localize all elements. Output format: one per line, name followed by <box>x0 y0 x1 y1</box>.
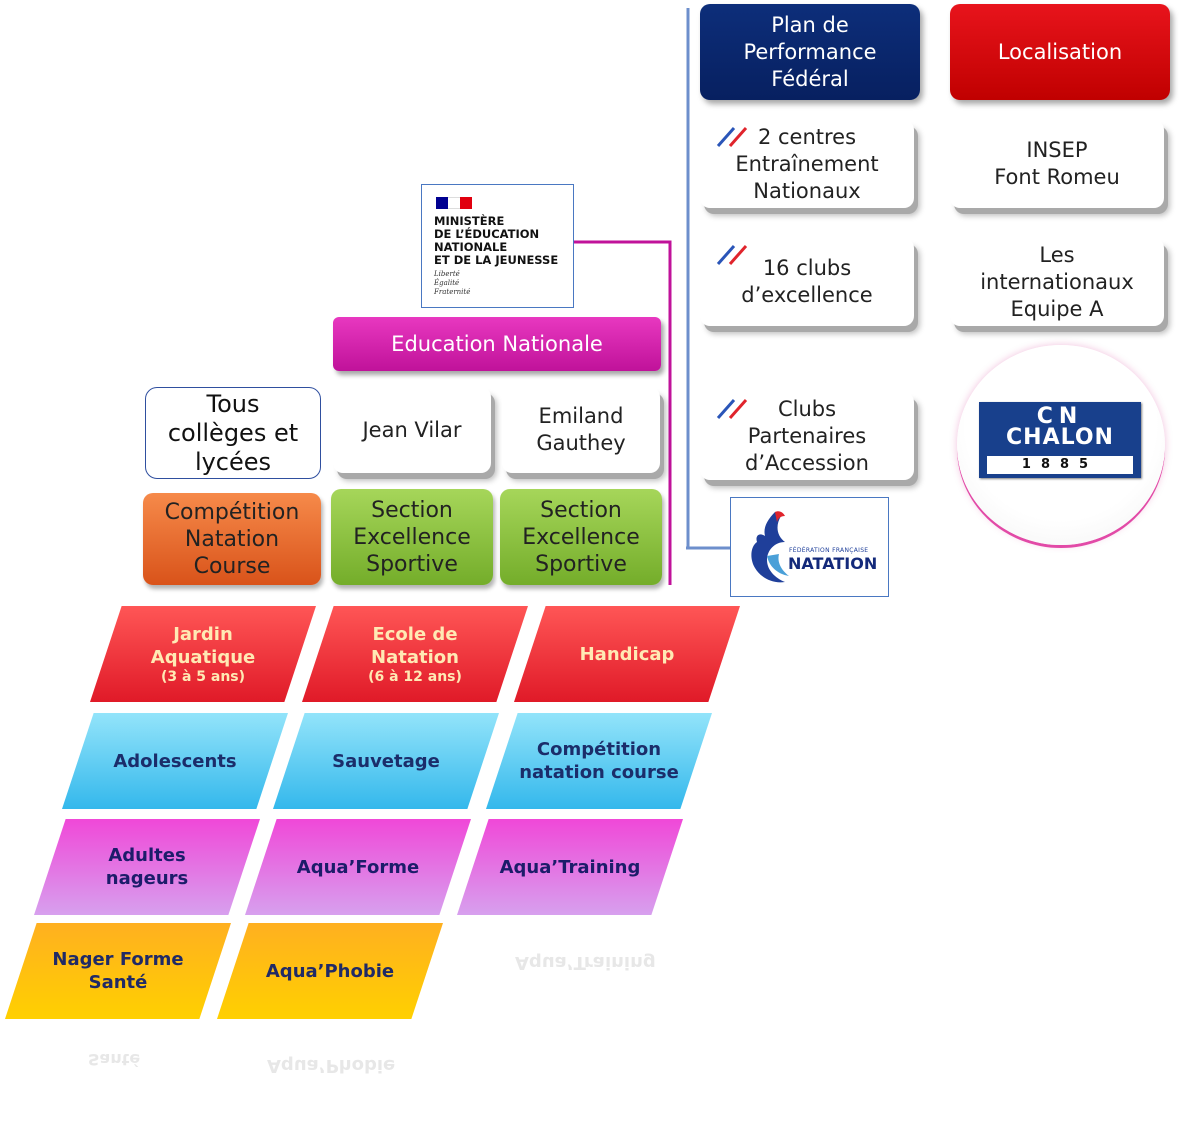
activity-competition-course: Compétition natation course <box>486 713 712 809</box>
tricolor-stripes-icon <box>716 127 748 147</box>
cn-chalon-circle: CN CHALON 1885 <box>957 345 1165 545</box>
card-clubs-excellence: 16 clubs d’excellence <box>700 238 914 326</box>
ministry-logo: MINISTÈRE DE L’ÉDUCATION NATIONALE ET DE… <box>421 184 574 308</box>
card-centres: 2 centres Entraînement Nationaux <box>700 120 914 208</box>
section-excellence-box-2: Section Excellence Sportive <box>500 489 662 585</box>
centres-label: 2 centres Entraînement Nationaux <box>735 124 879 203</box>
activity-adolescents: Adolescents <box>62 713 288 809</box>
clubs-partenaires-label: Clubs Partenaires d’Accession <box>745 396 869 475</box>
competition-course-label: Compétition natation course <box>519 739 679 783</box>
ministry-title: MINISTÈRE DE L’ÉDUCATION NATIONALE ET DE… <box>434 214 559 267</box>
cn-chalon-logo: CN CHALON 1885 <box>979 402 1141 478</box>
activity-jardin-aquatique: Jardin Aquatique (3 à 5 ans) <box>90 606 316 702</box>
ffn-big-text: NATATION <box>788 554 878 573</box>
ministry-line <box>574 240 672 585</box>
activity-sauvetage: Sauvetage <box>273 713 499 809</box>
activity-aquatraining: Aqua’Training <box>457 819 683 915</box>
activity-aquaforme: Aqua’Forme <box>245 819 471 915</box>
tricolor-stripes-icon <box>716 399 748 419</box>
tous-colleges-label: Tous collèges et lycées <box>167 389 299 476</box>
card-internationaux: Les internationaux Equipe A <box>950 238 1164 326</box>
ministry-flag-icon <box>436 197 472 209</box>
competition-natation-course-box: Compétition Natation Course <box>143 493 321 585</box>
aquaphobie-label: Aqua’Phobie <box>265 960 395 982</box>
cn-logo-line1: CN <box>1036 404 1084 429</box>
jardin-label: Jardin Aquatique <box>150 624 256 668</box>
localisation-header: Localisation <box>950 4 1170 100</box>
sauvetage-label: Sauvetage <box>332 750 440 772</box>
plan-performance-label: Plan de Performance Fédéral <box>743 12 877 91</box>
section-excellence-label-2: Section Excellence Sportive <box>522 497 640 577</box>
education-nationale-header: Education Nationale <box>333 317 661 371</box>
ffn-logo: FÉDÉRATION FRANÇAISE NATATION <box>730 497 889 597</box>
cn-logo-line2: CHALON <box>1006 425 1114 450</box>
insep-label: INSEP Font Romeu <box>994 138 1120 189</box>
card-clubs-partenaires: Clubs Partenaires d’Accession <box>700 392 914 480</box>
localisation-label: Localisation <box>997 39 1123 64</box>
cn-logo-year: 1885 <box>987 456 1133 474</box>
ecole-age-label: (6 à 12 ans) <box>368 669 462 685</box>
adolescents-label: Adolescents <box>113 750 237 772</box>
card-insep: INSEP Font Romeu <box>950 120 1164 208</box>
reflection-aquaphobie: Aqua’Phobie <box>267 1055 396 1076</box>
activity-adultes-nageurs: Adultes nageurs <box>34 819 260 915</box>
ffn-rooster-icon <box>751 511 789 583</box>
handicap-label: Handicap <box>579 643 675 665</box>
section-excellence-box-1: Section Excellence Sportive <box>331 489 493 585</box>
competition-natation-course-label: Compétition Natation Course <box>164 499 300 579</box>
jean-vilar-card: Jean Vilar <box>333 387 491 473</box>
reflection-sante: Santé <box>88 1050 141 1069</box>
plan-performance-header: Plan de Performance Fédéral <box>700 4 920 100</box>
jean-vilar-label: Jean Vilar <box>362 417 462 442</box>
education-nationale-label: Education Nationale <box>391 332 603 356</box>
clubs-excellence-label: 16 clubs d’excellence <box>741 256 873 307</box>
reflection-aquatraining: Aqua’Training <box>515 952 656 973</box>
activity-ecole-natation: Ecole de Natation (6 à 12 ans) <box>302 606 528 702</box>
section-excellence-label-1: Section Excellence Sportive <box>353 497 471 577</box>
tricolor-stripes-icon <box>716 245 748 265</box>
aquaforme-label: Aqua’Forme <box>296 856 420 878</box>
ffn-small-text: FÉDÉRATION FRANÇAISE <box>789 547 869 554</box>
aquatraining-label: Aqua’Training <box>499 856 641 878</box>
nager-label: Nager Forme Santé <box>52 949 184 993</box>
activity-handicap: Handicap <box>514 606 740 702</box>
emiland-gauthey-label: Emiland Gauthey <box>536 404 626 455</box>
activity-aquaphobie: Aqua’Phobie <box>217 923 443 1019</box>
internationaux-label: Les internationaux Equipe A <box>980 242 1134 321</box>
jardin-age-label: (3 à 5 ans) <box>160 669 246 685</box>
ecole-label: Ecole de Natation <box>371 624 459 668</box>
adultes-label: Adultes nageurs <box>105 845 189 889</box>
activity-nager-forme-sante: Nager Forme Santé <box>5 923 231 1019</box>
ministry-motto: Liberté Égalité Fraternité <box>434 270 471 296</box>
emiland-gauthey-card: Emiland Gauthey <box>502 387 660 473</box>
tous-colleges-box: Tous collèges et lycées <box>145 387 321 479</box>
